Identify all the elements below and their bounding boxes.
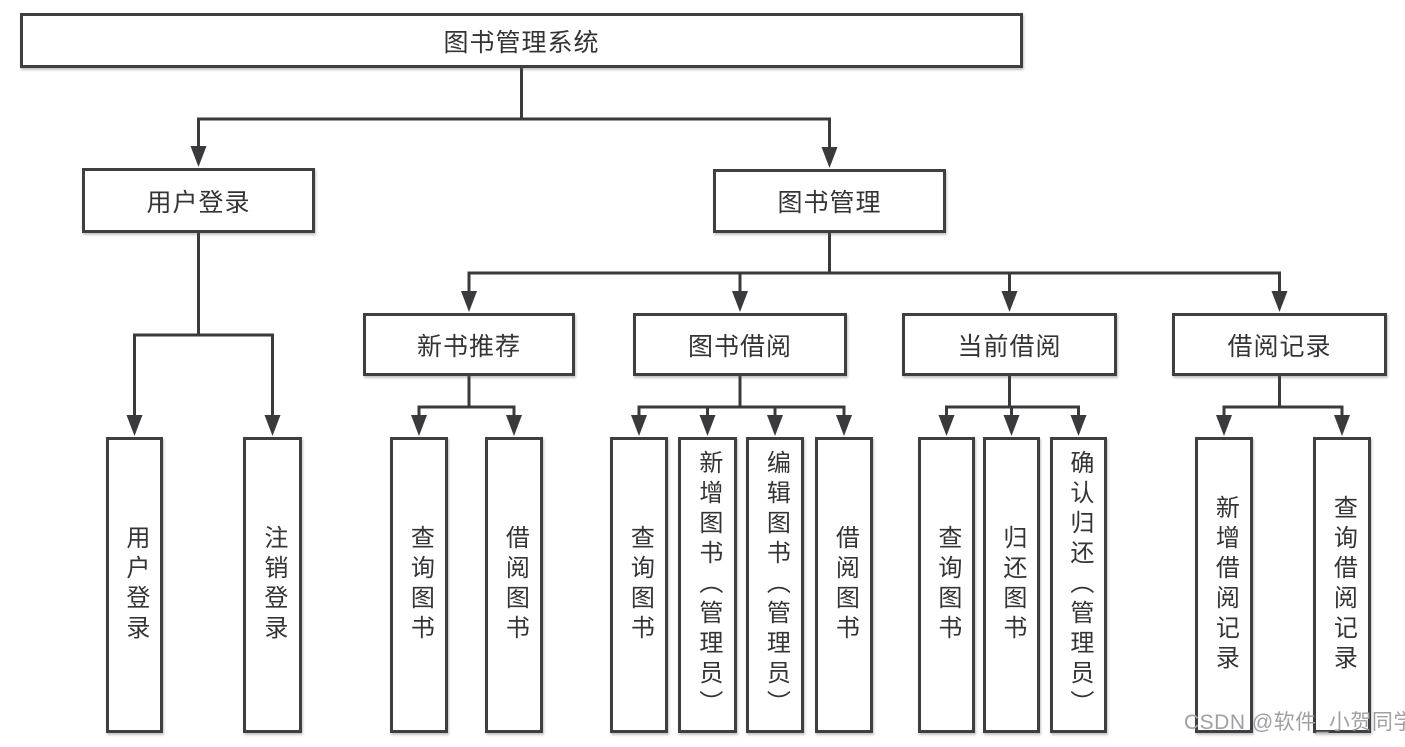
leaf-confirm-return-admin: 确认归还（管理员） [1050, 437, 1107, 733]
leaf-query-book-current: 查询图书 [918, 437, 975, 733]
node-book-borrow-label: 图书借阅 [687, 332, 792, 361]
node-book-borrow: 图书借阅 [633, 313, 847, 376]
node-root: 图书管理系统 [20, 13, 1023, 68]
leaf-borrow-book-recommend: 借阅图书 [485, 437, 543, 733]
leaf-borrow-book-recommend-label: 借阅图书 [501, 525, 529, 645]
node-new-book-recommend-label: 新书推荐 [416, 332, 521, 361]
leaf-query-book-recommend: 查询图书 [390, 437, 448, 733]
node-borrow-record-label: 借阅记录 [1227, 332, 1332, 361]
leaf-add-book-admin: 新增图书（管理员） [678, 437, 737, 733]
leaf-add-borrow-record: 新增借阅记录 [1195, 437, 1253, 733]
node-book-management: 图书管理 [713, 169, 946, 233]
node-current-borrow: 当前借阅 [902, 313, 1117, 376]
leaf-query-borrow-record: 查询借阅记录 [1313, 437, 1371, 733]
leaf-query-book-recommend-label: 查询图书 [406, 525, 434, 645]
leaf-edit-book-admin: 编辑图书（管理员） [746, 437, 804, 733]
leaf-logout: 注销登录 [243, 437, 302, 733]
leaf-user-login: 用户登录 [106, 437, 163, 733]
leaf-query-borrow-record-label: 查询借阅记录 [1329, 495, 1357, 675]
leaf-borrow-book-label: 借阅图书 [831, 525, 859, 645]
node-current-borrow-label: 当前借阅 [957, 332, 1062, 361]
leaf-add-borrow-record-label: 新增借阅记录 [1211, 495, 1239, 675]
leaf-add-book-admin-label: 新增图书（管理员） [694, 450, 722, 720]
node-borrow-record: 借阅记录 [1172, 313, 1387, 376]
node-new-book-recommend: 新书推荐 [363, 313, 575, 376]
node-book-management-label: 图书管理 [777, 189, 882, 217]
leaf-return-book-label: 归还图书 [998, 525, 1026, 645]
leaf-borrow-book: 借阅图书 [815, 437, 873, 733]
leaf-confirm-return-admin-label: 确认归还（管理员） [1065, 450, 1093, 720]
node-root-label: 图书管理系统 [443, 28, 600, 57]
leaf-query-book-current-label: 查询图书 [933, 525, 961, 645]
node-user-login: 用户登录 [82, 168, 315, 233]
leaf-edit-book-admin-label: 编辑图书（管理员） [762, 450, 790, 720]
leaf-query-book-borrow: 查询图书 [610, 437, 668, 733]
node-user-login-label: 用户登录 [146, 188, 251, 217]
leaf-user-login-label: 用户登录 [121, 525, 149, 645]
watermark: CSDN @软件_小贺同学 [1184, 711, 1405, 734]
leaf-return-book: 归还图书 [983, 437, 1040, 733]
leaf-logout-label: 注销登录 [259, 525, 287, 645]
leaf-query-book-borrow-label: 查询图书 [626, 525, 654, 645]
